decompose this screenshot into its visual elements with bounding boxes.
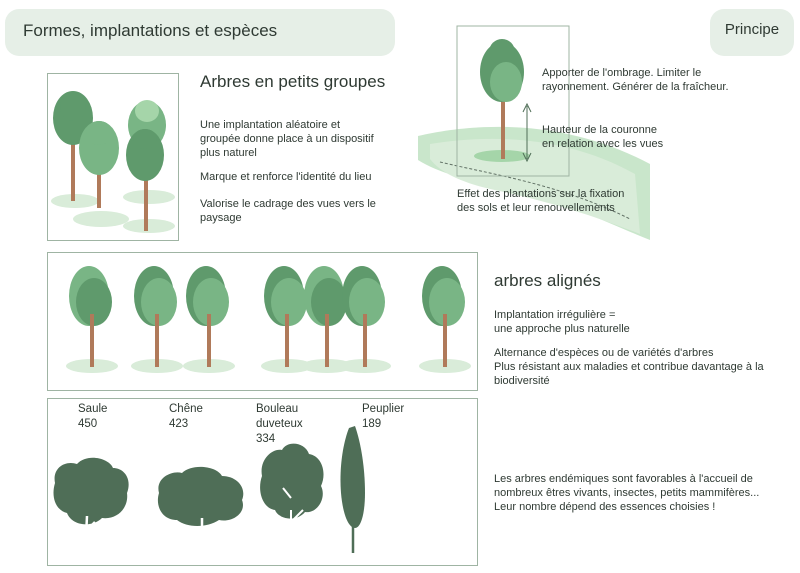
alignes-text-1: Implantation irrégulière = une approche …: [494, 309, 630, 335]
species-name: Peuplier: [362, 403, 405, 415]
species-count: 450: [78, 418, 98, 430]
principe-illustration: [418, 25, 650, 240]
species-chene: Chêne 423: [169, 402, 203, 432]
alignes-illustration: [66, 266, 471, 373]
chene-icon: [157, 466, 244, 556]
aligned-tree: [301, 266, 353, 373]
aligned-tree: [183, 266, 235, 373]
aligned-tree: [261, 266, 313, 373]
alignes-text-2: Alternance d'espèces ou de variétés d'ar…: [494, 347, 764, 387]
alignes-illustration-frame: [47, 252, 478, 391]
species-silhouettes: [53, 426, 365, 559]
especes-frame: [47, 398, 478, 566]
bouleau-icon: [260, 443, 324, 558]
principe-text-1: Apporter de l'ombrage. Limiter le rayonn…: [542, 67, 729, 93]
groupes-text-2: Marque et renforce l'identité du lieu: [200, 171, 372, 183]
aligned-tree: [419, 266, 471, 373]
species-count: 334: [256, 433, 276, 445]
title-pill: Formes, implantations et espèces: [5, 9, 395, 56]
principe-text-2: Hauteur de la couronne en relation avec …: [542, 124, 664, 150]
species-name: Saule: [78, 403, 108, 415]
saule-icon: [53, 457, 129, 559]
principe-text-3: Effet des plantations sur la fixation de…: [457, 188, 625, 214]
species-bouleau: Bouleau duveteux 334: [256, 402, 303, 447]
aligned-tree: [131, 266, 183, 373]
groupes-illustration-frame: [47, 73, 179, 241]
aligned-tree: [339, 266, 391, 373]
groupes-illustration: [51, 91, 175, 233]
species-name: Bouleau duveteux: [256, 403, 303, 430]
groupes-text-3: Valorise le cadrage des vues vers le pay…: [200, 198, 376, 224]
species-saule: Saule 450: [78, 402, 107, 432]
principe-tab[interactable]: Principe: [710, 9, 794, 56]
alignes-title: arbres alignés: [494, 271, 601, 290]
species-name: Chêne: [169, 403, 203, 415]
aligned-tree: [66, 266, 118, 373]
especes-text: Les arbres endémiques sont favorables à …: [494, 473, 760, 513]
principe-label: Principe: [724, 21, 780, 38]
groupes-text-1: Une implantation aléatoire et groupée do…: [200, 119, 374, 159]
groupes-title: Arbres en petits groupes: [200, 72, 386, 91]
species-count: 423: [169, 418, 189, 430]
page-title: Formes, implantations et espèces: [23, 21, 278, 40]
species-count: 189: [362, 418, 382, 430]
species-peuplier: Peuplier 189: [362, 402, 404, 432]
peuplier-icon: [340, 426, 365, 553]
